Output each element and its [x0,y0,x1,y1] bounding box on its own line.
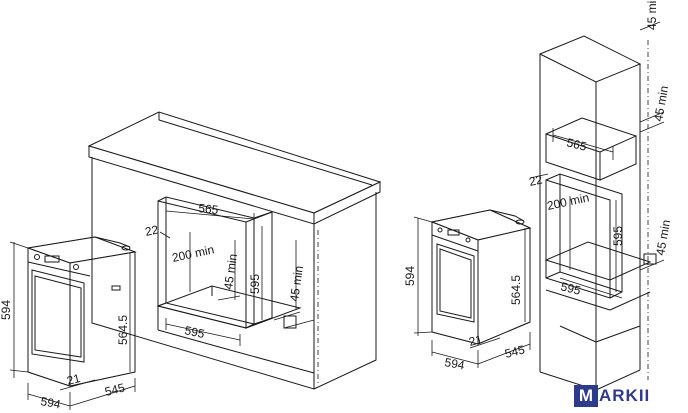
cabinet-bottom-width-label: 595 [183,323,206,341]
oven-left-dims [9,241,136,410]
oven-middle [430,209,532,345]
tower-width-label: 565 [565,135,588,154]
cabinet-top-gap-label: 200 min [171,242,216,265]
oven-middle-dims [413,216,531,368]
cabinet-front-label: 22 [144,222,160,239]
oven-left-height-label: 594 [0,300,13,320]
tower-bottom-width-label: 595 [559,279,582,298]
tower-cabinet [538,35,657,391]
cabinet-side-gap-label: 45 min [221,253,240,291]
brand-logo-text: ARKII [599,386,651,405]
tower-gap-top-label: 45 min [645,0,659,30]
cabinet-width-label: 565 [198,201,220,217]
tower-height-label: 595 [611,226,625,246]
oven-left-body-label: 564.5 [116,315,130,345]
tower-front-label: 22 [528,172,544,189]
tower-gap-low-label: 45 min [653,219,673,257]
oven-middle-depth-label: 545 [503,342,526,361]
oven-left-door-label: 21 [65,371,82,388]
brand-logo-initial: M [574,385,598,407]
tower-gap-mid-label: 45 min [651,85,671,123]
oven-middle-height-label: 594 [403,266,417,286]
oven-middle-body-label: 564.5 [509,275,523,305]
tower-cabinet-dims [529,21,665,299]
cabinet-height-label: 595 [248,274,262,294]
cabinet-under-counter [87,111,382,390]
oven-left [26,236,137,387]
oven-left-width-label: 594 [39,394,61,411]
cabinet-rear-gap-label: 45 min [287,265,306,303]
cabinet-under-counter-dims [159,205,297,346]
oven-middle-width-label: 594 [443,355,465,372]
tower-top-gap-label: 200 min [546,190,591,213]
oven-left-depth-label: 545 [103,380,126,399]
oven-middle-door-label: 21 [467,332,484,349]
